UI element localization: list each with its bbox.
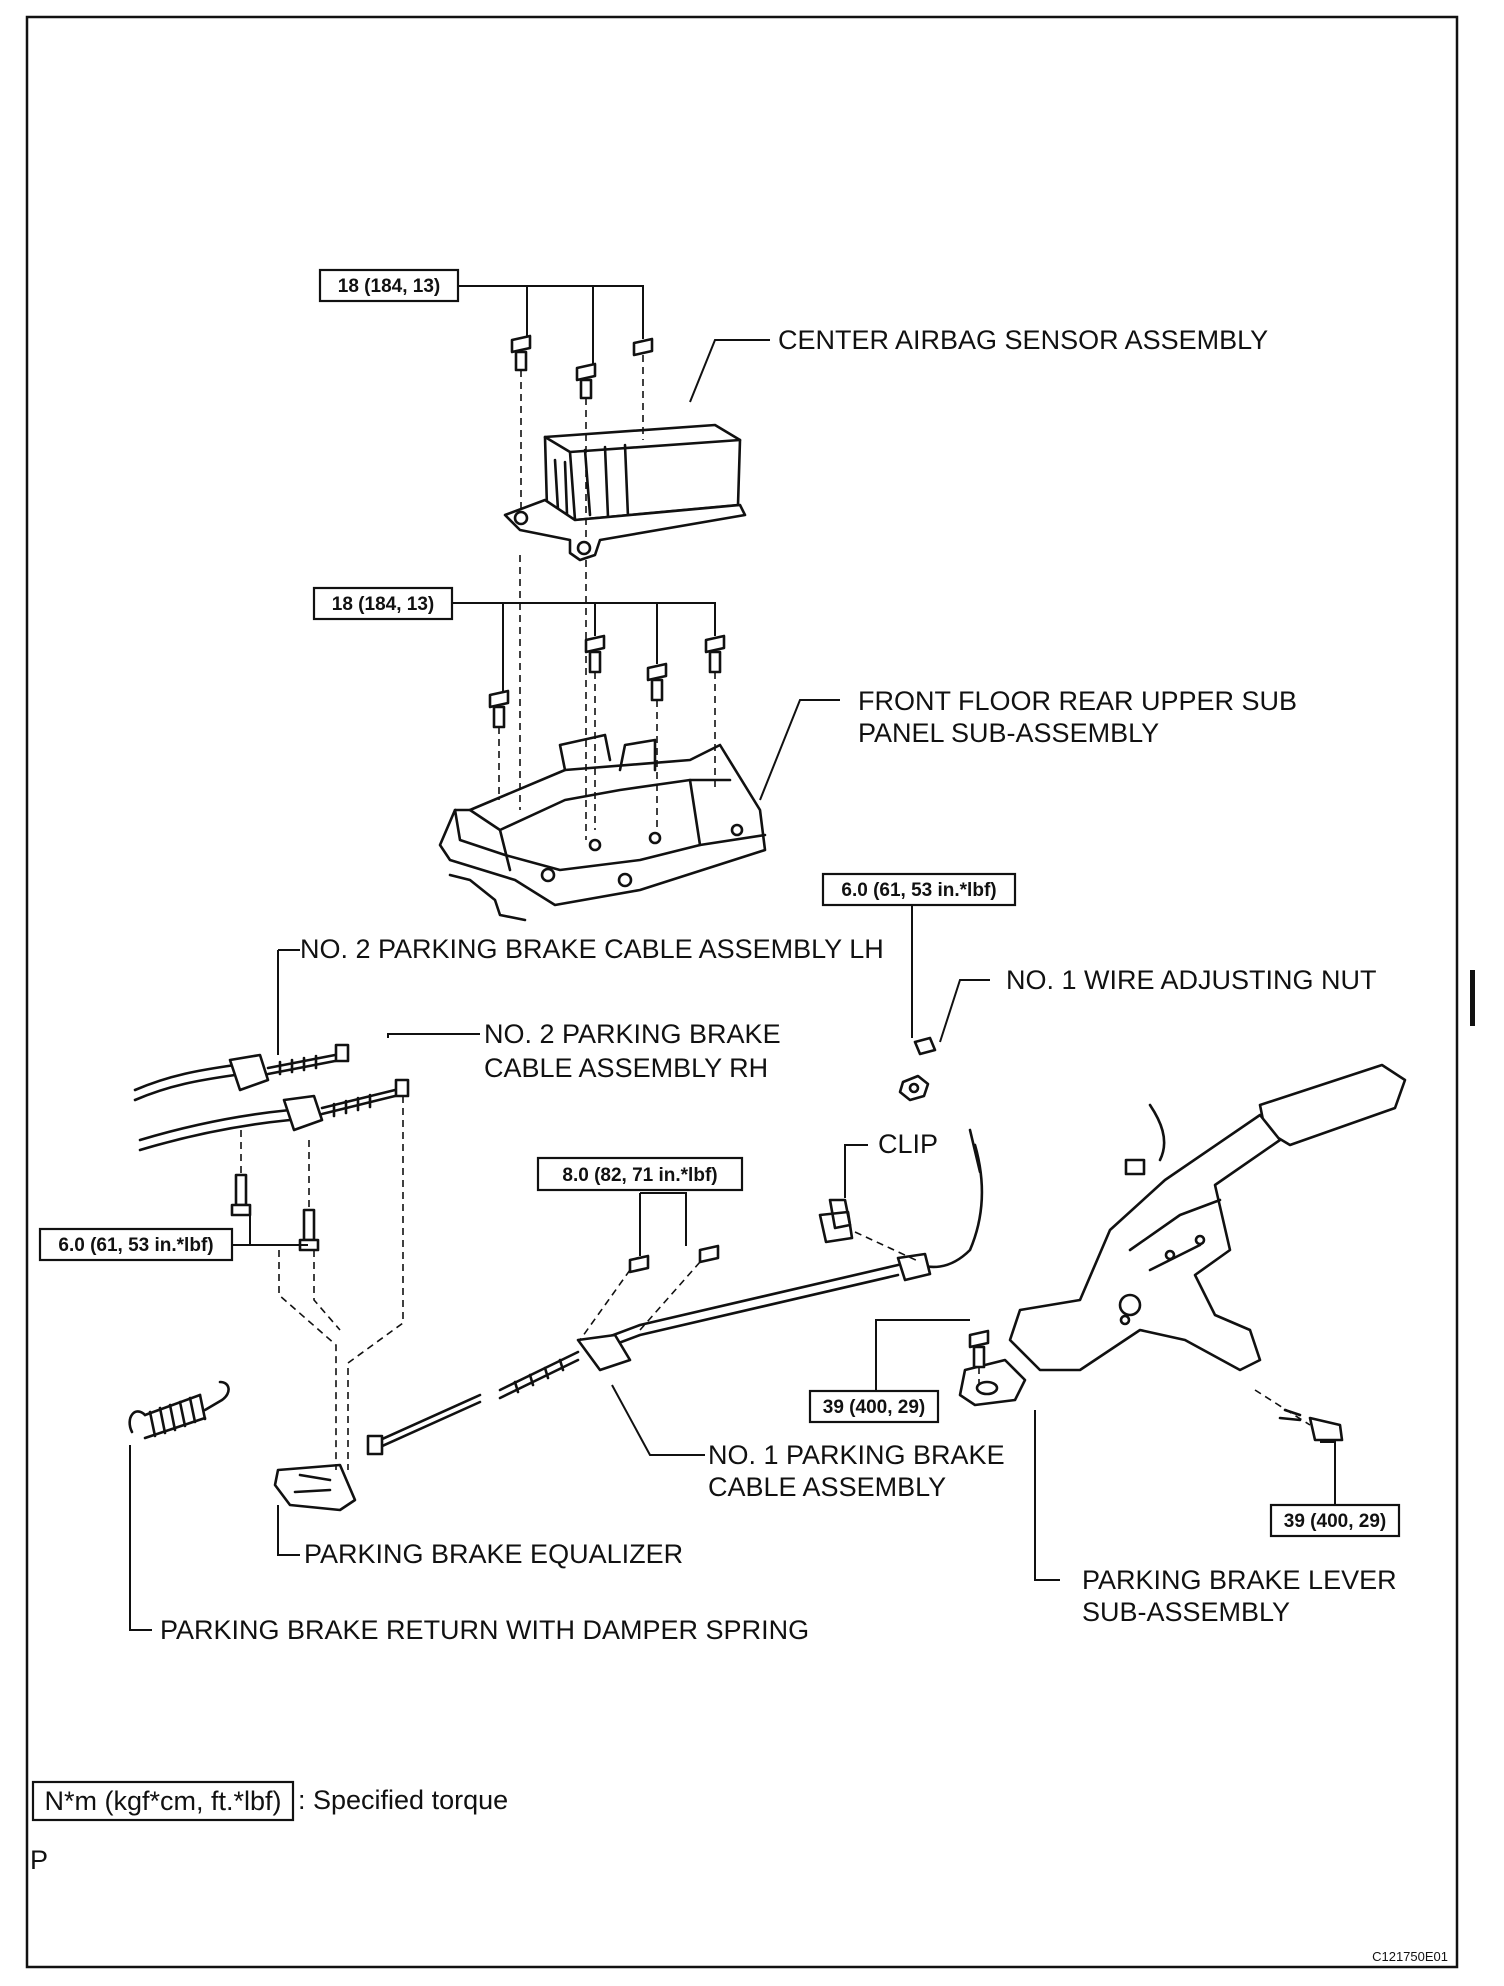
side-marker [1470,970,1475,1026]
label-cable-lh: NO. 2 PARKING BRAKE CABLE ASSEMBLY LH [300,934,884,964]
torque-sensor-bolts-text: 18 (184, 13) [338,276,440,297]
torque-lever-bolt-rear: 39 (400, 29) [1269,1503,1401,1538]
torque-panel-bolts-text: 18 (184, 13) [332,594,434,615]
return-spring-drawing [128,1380,230,1440]
page-frame [25,15,1459,1969]
figure-code: C121750E01 [1372,1949,1448,1964]
label-wire-adjusting-nut: NO. 1 WIRE ADJUSTING NUT [1006,965,1377,995]
page-letter: P [30,1845,48,1875]
label-lever-line2: SUB-ASSEMBLY [1082,1597,1290,1627]
label-front-floor-line1: FRONT FLOOR REAR UPPER SUB [858,686,1297,716]
torque-lever-bolt-front: 39 (400, 29) [808,1389,940,1424]
sensor-bolts [510,334,654,400]
torque-lever-bolt-rear-text: 39 (400, 29) [1284,1511,1386,1532]
legend-text: : Specified torque [298,1785,508,1815]
center-airbag-sensor-drawing [503,423,747,562]
label-front-floor-line2: PANEL SUB-ASSEMBLY [858,718,1159,748]
torque-adjusting-nut: 6.0 (61, 53 in.*lbf) [821,872,1017,907]
label-no1-cable-line1: NO. 1 PARKING BRAKE [708,1440,1005,1470]
label-clip: CLIP [878,1129,938,1159]
legend-unit: N*m (kgf*cm, ft.*lbf) [44,1786,281,1816]
front-floor-panel-drawing [438,733,767,922]
torque-cable-lh-bolts: 6.0 (61, 53 in.*lbf) [38,1227,234,1262]
torque-adjusting-nut-text: 6.0 (61, 53 in.*lbf) [841,880,996,901]
label-cable-rh-line1: NO. 2 PARKING BRAKE [484,1019,781,1049]
equalizer-drawing [273,1463,357,1512]
label-lever-line1: PARKING BRAKE LEVER [1082,1565,1397,1595]
torque-panel-bolts: 18 (184, 13) [312,586,454,621]
clip-drawing [818,1198,854,1244]
parking-brake-lever-drawing [958,1063,1407,1442]
label-cable-rh-line2: CABLE ASSEMBLY RH [484,1053,768,1083]
adjusting-nut-drawing [898,1036,937,1102]
torque-no1-cable-bolts: 8.0 (82, 71 in.*lbf) [536,1156,744,1192]
label-equalizer: PARKING BRAKE EQUALIZER [304,1539,683,1569]
torque-lever-bolt-front-text: 39 (400, 29) [823,1397,925,1418]
no1-cable-drawing [366,1128,984,1456]
label-no1-cable-line2: CABLE ASSEMBLY [708,1472,946,1502]
panel-bolts [488,634,726,729]
torque-cable-lh-bolts-text: 6.0 (61, 53 in.*lbf) [58,1235,213,1256]
torque-legend: N*m (kgf*cm, ft.*lbf) : Specified torque [31,1780,508,1822]
torque-no1-cable-bolts-text: 8.0 (82, 71 in.*lbf) [562,1165,717,1186]
label-center-airbag-sensor: CENTER AIRBAG SENSOR ASSEMBLY [778,325,1268,355]
no2-cables-drawing [133,1043,410,1252]
torque-sensor-bolts: 18 (184, 13) [318,268,460,303]
label-return-spring: PARKING BRAKE RETURN WITH DAMPER SPRING [160,1615,809,1645]
